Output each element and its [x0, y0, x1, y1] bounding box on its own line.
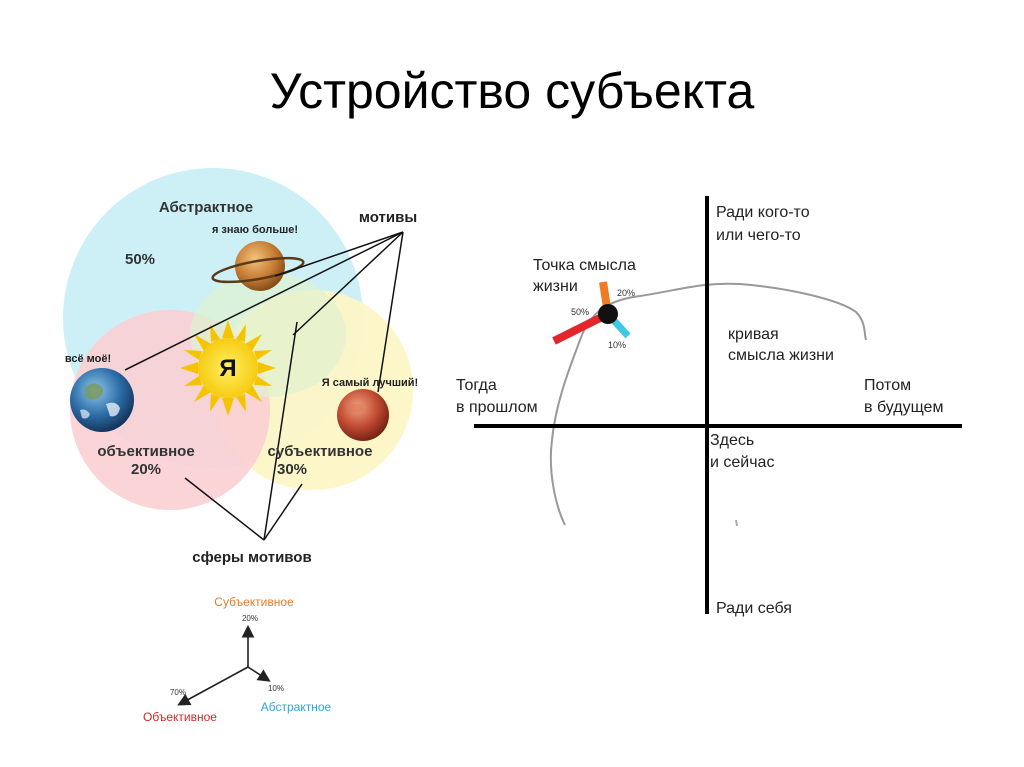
axis-subjective-label: Субъективное [214, 595, 294, 609]
motives-label: мотивы [359, 209, 417, 226]
saturn-icon [211, 241, 305, 291]
saturn-caption: я знаю больше! [212, 224, 298, 236]
mars-caption: Я самый лучший! [322, 377, 418, 389]
left-label-1: Тогда [456, 377, 497, 394]
spheres-label: сферы мотивов [192, 549, 311, 566]
sun-label: Я [219, 355, 236, 382]
curve-label-1: кривая [728, 326, 779, 343]
meaning-curve-tail [735, 519, 738, 527]
subjective-label: субъективное [268, 443, 373, 460]
objective-percent: 20% [131, 461, 161, 478]
ray-orange-value: 20% [617, 288, 635, 298]
sun-icon [180, 320, 276, 416]
curve-label-2: смысла жизни [728, 347, 834, 364]
meaning-diagram: 20% 50% 10% Точка смысла жизни Ради кого… [456, 196, 962, 617]
ray-red-value: 50% [571, 307, 589, 317]
ray-cyan-value: 10% [608, 340, 626, 350]
axis-subjective-value: 20% [242, 614, 258, 623]
center-label-2: и сейчас [710, 454, 774, 471]
meaning-curve [549, 282, 867, 526]
right-label-2: в будущем [864, 399, 943, 416]
left-label-2: в прошлом [456, 399, 538, 416]
spheres-diagram: Я Абстрактное 50% [63, 168, 418, 566]
up-label-1: Ради кого-то [716, 204, 810, 221]
abstract-label: Абстрактное [159, 199, 253, 216]
up-label-2: или чего-то [716, 227, 801, 244]
down-label: Ради себя [716, 600, 792, 617]
abstract-percent: 50% [125, 251, 155, 268]
earth-icon [70, 368, 134, 432]
axis-objective-value: 70% [170, 688, 186, 697]
page-title: Устройство субъекта [269, 63, 755, 119]
point-label-2: жизни [533, 278, 578, 295]
earth-caption: всё моё! [65, 353, 111, 365]
motive-lines [124, 231, 404, 541]
small-axes-diagram: Субъективное 20% 70% Объективное 10% Абс… [143, 595, 332, 724]
subjective-percent: 30% [277, 461, 307, 478]
center-label-1: Здесь [710, 432, 754, 449]
meaning-point [552, 281, 631, 345]
axis-abstract-label: Абстрактное [261, 700, 332, 714]
point-label-1: Точка смысла [533, 257, 636, 274]
objective-label: объективное [97, 443, 194, 460]
axis-objective-label: Объективное [143, 710, 217, 724]
mars-icon [337, 389, 389, 441]
right-label-1: Потом [864, 377, 911, 394]
axis-abstract-value: 10% [268, 684, 284, 693]
